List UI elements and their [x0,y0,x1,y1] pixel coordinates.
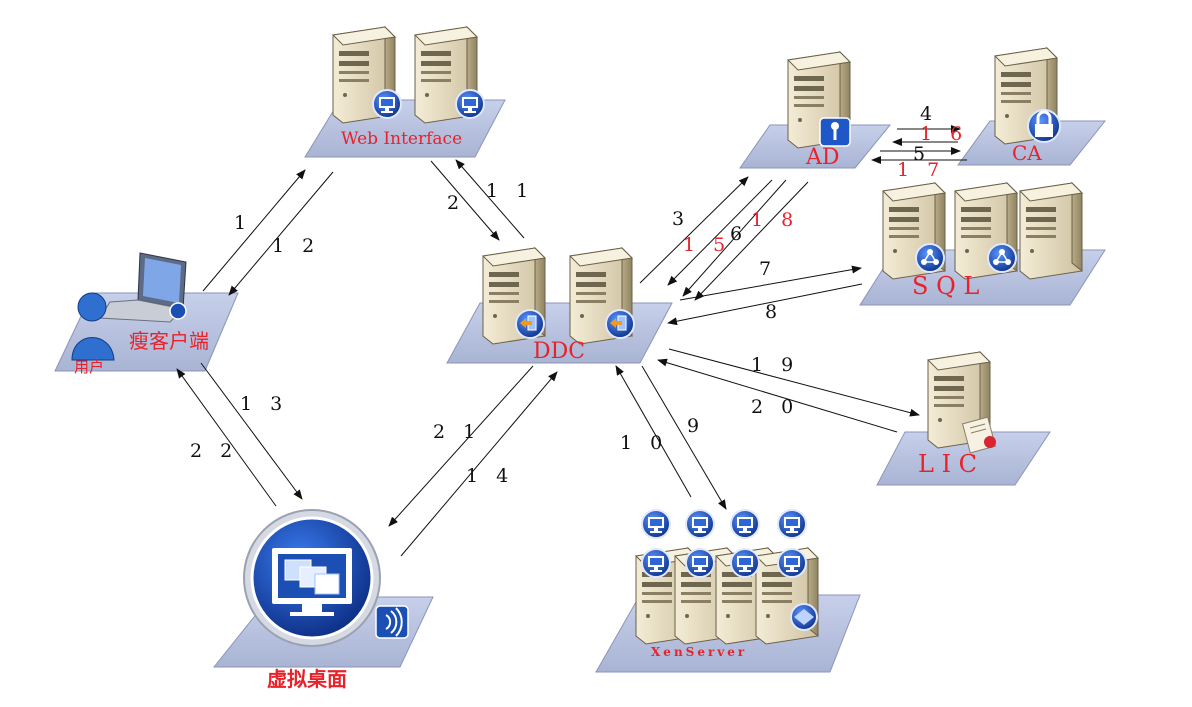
lock-icon [1027,109,1061,143]
ddc-node: DDC [482,247,635,364]
arrow-step-8 [667,283,863,326]
ddc-label: DDC [533,339,585,364]
web-interface-node: Web Interface [332,26,485,149]
xenserver-node: XenServer [635,509,819,659]
virtual-desktop-label: 虚拟桌面 [267,667,347,691]
user-label: 用户 [74,358,104,376]
virtual-machine-icon [685,509,715,539]
step-label-7: 7 [759,258,777,280]
virtual-desktop-icon [243,509,381,647]
step-label-2: 2 [447,192,465,214]
step-label-12: 1 2 [272,235,320,257]
arrow-step-9 [641,365,727,510]
step-label-6: 6 [730,223,748,245]
step-label-11: 1 1 [486,180,534,202]
arrow-step-18 [694,181,809,301]
step-label-17: 1 7 [897,159,945,181]
virtual-machine-icon [730,509,760,539]
step-label-22: 2 2 [190,440,238,462]
server-icon [1019,182,1083,280]
arrow-step-20 [657,358,898,433]
arrow-step-6 [682,179,787,297]
ddc-service-icon [605,309,635,339]
lic-platform [876,431,1051,486]
step-labels: 1 1 2 2 1 1 3 1 5 6 1 8 4 1 6 5 1 7 7 8 … [190,103,968,487]
arrow-step-12 [228,171,334,296]
step-label-18: 1 8 [751,209,799,231]
step-label-8: 8 [765,301,783,323]
arrow-step-10 [615,365,692,498]
arrow-step-2 [430,160,500,241]
arrow-step-13 [200,362,303,500]
arrow-step-3 [639,176,749,284]
sql-node: S Q L [882,182,1083,300]
ad-label: AD [805,145,840,170]
user-icon [71,292,115,361]
step-label-4: 4 [920,103,938,125]
virtual-machine-icon [641,509,671,539]
ca-label: CA [1012,141,1042,165]
ddc-service-icon [515,309,545,339]
step-label-13: 1 3 [240,393,288,415]
thin-client-node: 瘦客户端 用户 [71,252,209,376]
xenserver-label: XenServer [651,645,747,659]
arrow-step-14 [400,371,558,557]
lic-node: L I C [918,351,997,478]
database-network-icon [987,243,1017,273]
database-network-icon [915,243,945,273]
hypervisor-icon [790,603,818,631]
license-certificate-icon [961,416,997,454]
ca-node: CA [994,47,1061,165]
step-label-16: 1 6 [920,123,968,145]
step-label-5: 5 [913,143,931,165]
step-label-10: 1 0 [620,432,668,454]
step-label-20: 2 0 [751,396,799,418]
key-icon [819,117,851,147]
arrow-step-11 [455,159,525,239]
ad-node: AD [787,51,851,170]
step-label-3: 3 [672,208,690,230]
thin-client-label: 瘦客户端 [129,329,209,353]
wireless-icon [375,605,409,639]
arrow-step-15 [667,179,773,286]
step-label-14: 1 4 [466,465,514,487]
virtual-desktop-node: 虚拟桌面 [243,509,409,691]
web-interface-label: Web Interface [341,129,462,149]
lic-label: L I C [918,450,977,478]
sql-label: S Q L [912,272,979,300]
step-label-21: 2 1 [433,421,481,443]
arrow-step-21 [388,365,534,527]
virtual-machine-icon [777,548,807,578]
flow-arrows [176,125,967,557]
monitor-icon [455,89,485,119]
arrow-step-1 [202,169,306,292]
arrow-step-22 [176,368,277,507]
laptop-icon [99,252,187,323]
virtual-machine-icon [685,548,715,578]
virtual-machine-icon [641,548,671,578]
step-label-9: 9 [687,415,705,437]
arrow-step-19 [668,348,920,417]
arrow-step-7 [679,265,862,301]
step-label-19: 1 9 [751,354,799,376]
step-label-1: 1 [234,212,252,234]
monitor-icon [372,89,402,119]
step-label-15: 1 5 [683,234,731,256]
virtual-machine-icon [777,509,807,539]
virtual-machine-icon [730,548,760,578]
